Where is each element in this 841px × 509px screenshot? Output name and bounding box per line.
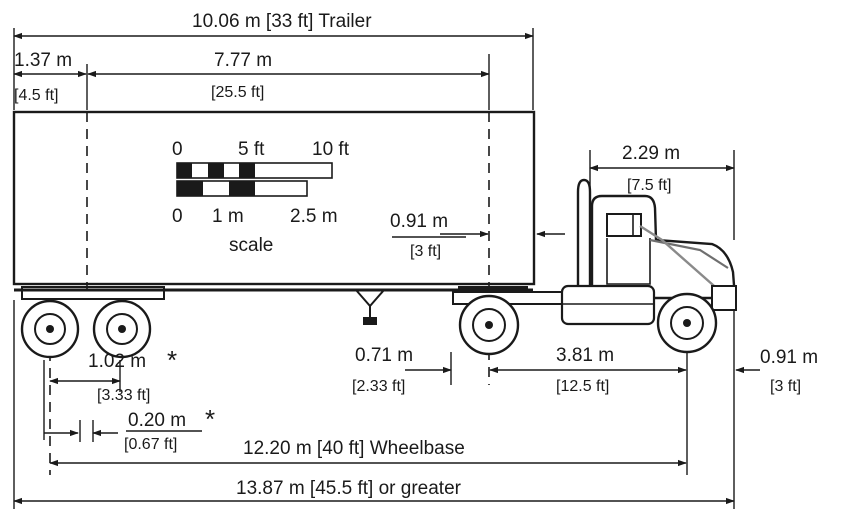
cab-window (606, 213, 642, 237)
mirror-line (639, 224, 731, 301)
tractor-overhang-m-label: 0.71 m (355, 345, 413, 366)
trailer-chassis-rail (21, 286, 165, 300)
tire-offset-asterisk: * (205, 404, 215, 434)
trailer (12, 110, 536, 359)
front-overhang-ft-label: [4.5 ft] (14, 87, 58, 104)
tractor-rear-wheel (458, 294, 520, 356)
fuel-tank (560, 284, 656, 326)
scale-m-0: 0 (172, 206, 183, 227)
trailer-front-wheel (92, 299, 152, 359)
tandem-spread-ft-label: [3.33 ft] (97, 387, 150, 404)
scale-label: scale (229, 235, 273, 256)
tractor-cab (590, 194, 737, 300)
landing-gear (355, 289, 385, 325)
front-overhang-tractor-m-label: 0.91 m (760, 347, 818, 368)
wheelbase-label: 12.20 m [40 ft] Wheelbase (243, 438, 465, 459)
trailer-body (12, 110, 536, 286)
trailer-rear-wheel (20, 299, 80, 359)
tractor (452, 178, 737, 326)
kingpin-axle-ft-label: [25.5 ft] (211, 84, 264, 101)
scale-m-1: 1 m (212, 206, 244, 227)
exhaust-stack (576, 178, 592, 286)
tire-offset-ft-label: [0.67 ft] (124, 436, 177, 453)
tractor-overhang-ft-label: [2.33 ft] (352, 378, 405, 395)
front-overhang-tractor-ft-label: [3 ft] (770, 378, 801, 395)
scale-bar-ft (176, 162, 333, 179)
tractor-wheelbase-ft-label: [12.5 ft] (556, 378, 609, 395)
kingpin-axle-m-label: 7.77 m (214, 50, 272, 71)
tractor-wheelbase-m-label: 3.81 m (556, 345, 614, 366)
tandem-spread-m-label: 1.02 m (88, 351, 146, 372)
front-overhang-m-label: 1.37 m (14, 50, 72, 71)
front-bumper (711, 285, 737, 311)
scale-m-2-5: 2.5 m (290, 206, 338, 227)
scale-bar-m (176, 180, 308, 197)
cab-door (606, 238, 651, 285)
tire-offset-m-label: 0.20 m (128, 410, 186, 431)
scale-ft-10: 10 ft (312, 139, 350, 160)
overall-length-label: 13.87 m [45.5 ft] or greater (236, 478, 462, 499)
labels: 10.06 m [33 ft] Trailer 1.37 m [4.5 ft] … (14, 11, 818, 499)
dimension-lines (13, 32, 760, 505)
fifth-wheel (458, 286, 528, 292)
kingpin-offset-ft-label: [3 ft] (410, 243, 441, 260)
cab-length-ft-label: [7.5 ft] (627, 177, 671, 194)
cab-length-m-label: 2.29 m (622, 143, 680, 164)
scale-bar (176, 162, 333, 197)
scale-ft-5: 5 ft (238, 139, 265, 160)
tandem-spread-asterisk: * (167, 345, 177, 375)
kingpin-offset-m-label: 0.91 m (390, 211, 448, 232)
scale-ft-0: 0 (172, 139, 183, 160)
trailer-length-label: 10.06 m [33 ft] Trailer (192, 11, 372, 32)
extension-lines (13, 28, 735, 509)
tractor-front-wheel (656, 292, 718, 354)
